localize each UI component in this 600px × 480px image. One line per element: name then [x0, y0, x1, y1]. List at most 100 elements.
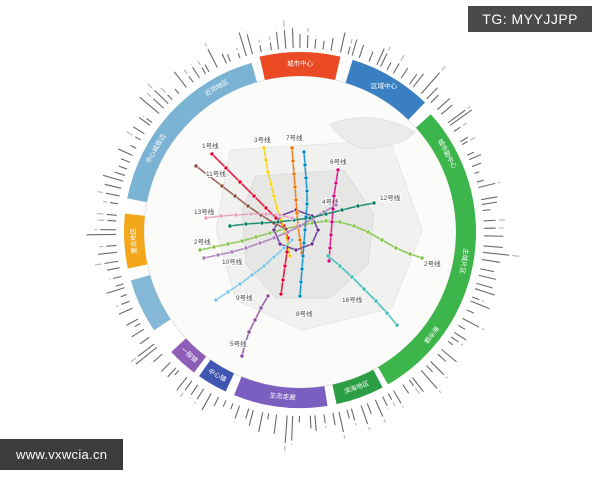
metro-station-dot — [249, 272, 255, 278]
metro-station-dot — [239, 353, 245, 359]
ring-segment-eco-corridor — [234, 376, 328, 409]
metro-station-dot — [329, 219, 335, 225]
metro-station-dot — [298, 279, 304, 285]
metro-station-dot — [251, 193, 257, 199]
metro-station-dot — [301, 240, 307, 246]
metro-station-dot — [315, 227, 321, 233]
metro-station-dot — [229, 249, 235, 255]
metro-station-dot — [394, 322, 400, 328]
metro-station-dot — [267, 230, 273, 236]
metro-station-dot — [309, 241, 315, 247]
metro-station-dot — [351, 223, 357, 229]
metro-station-dot — [263, 205, 269, 211]
metro-station-dot — [283, 226, 289, 232]
metro-station-dot — [290, 158, 296, 164]
metro-station-dot — [261, 145, 267, 151]
metro-station-dot — [326, 258, 332, 264]
metro-station-dot — [201, 255, 207, 261]
metro-line-13号线: 13号线 — [193, 206, 295, 221]
metro-station-dot — [261, 263, 267, 269]
metro-station-dot — [258, 305, 264, 311]
metro-line-7号线: 7号线 — [285, 132, 305, 256]
metro-station-dot — [328, 232, 334, 238]
metro-station-dot — [219, 183, 225, 189]
metro-station-dot — [339, 207, 345, 213]
metro-station-dot — [248, 211, 254, 217]
metro-station-dot — [237, 179, 243, 185]
metro-station-dot — [309, 220, 315, 226]
ring-segment-suburb — [127, 62, 258, 203]
metro-line-label: 4号线 — [322, 197, 339, 206]
metro-line-label: 2号线 — [194, 237, 211, 246]
metro-station-dot — [243, 221, 249, 227]
metro-station-dot — [278, 291, 284, 297]
metro-station-dot — [263, 211, 269, 217]
metro-station-dot — [333, 180, 339, 186]
metro-station-dot — [300, 253, 306, 259]
metro-station-dot — [237, 281, 243, 287]
ring-segment-city-center — [259, 52, 341, 80]
metro-station-dot — [371, 200, 377, 206]
metro-line-label: 13号线 — [194, 207, 215, 216]
metro-station-dot — [304, 188, 310, 194]
metro-station-dot — [323, 211, 329, 217]
metro-line-16号线: 16号线 — [325, 253, 400, 328]
metro-line-label: 8号线 — [296, 309, 313, 318]
metro-station-dot — [271, 235, 277, 241]
metro-line-label: 2号线 — [424, 259, 441, 268]
metro-station-dot — [349, 274, 355, 280]
tag-text: TG: MYYJJPP — [482, 11, 578, 27]
metro-station-dot — [252, 317, 258, 323]
ring-segment-suburb-south — [130, 274, 171, 331]
metro-station-dot — [292, 184, 298, 190]
metro-station-dot — [379, 237, 385, 243]
metro-line-label: 12号线 — [380, 193, 401, 202]
ring-label: 区域中心 — [371, 81, 398, 90]
metro-line-label: 6号线 — [330, 157, 347, 166]
ring-segment-coastal — [332, 369, 383, 405]
metro-station-dot — [282, 263, 288, 269]
metro-station-dot — [291, 171, 297, 177]
metro-station-dot — [225, 289, 231, 295]
metro-station-dot — [280, 277, 286, 283]
metro-station-dot — [293, 247, 299, 253]
ring-label: 重点地区 — [128, 227, 138, 254]
metro-station-dot — [225, 241, 231, 247]
metro-station-dot — [337, 219, 343, 225]
metro-station-dot — [287, 253, 293, 259]
tag-badge: TG: MYYJJPP — [468, 6, 592, 32]
metro-station-dot — [259, 220, 265, 226]
metro-station-dot — [302, 162, 308, 168]
metro-station-dot — [246, 329, 252, 335]
metro-station-dot — [232, 193, 238, 199]
metro-station-dot — [297, 293, 303, 299]
metro-station-dot — [294, 210, 300, 216]
metro-line-label: 11号线 — [206, 169, 226, 178]
metro-station-dot — [197, 247, 203, 253]
metro-station-dot — [242, 341, 248, 347]
metro-station-dot — [265, 169, 271, 175]
metro-station-dot — [419, 255, 425, 261]
metro-line-label: 10号线 — [222, 257, 243, 266]
metro-line-label: 16号线 — [342, 295, 363, 304]
metro-station-dot — [223, 165, 229, 171]
metro-station-dot — [206, 173, 212, 179]
metro-station-dot — [193, 163, 199, 169]
ring-segment-central-town — [199, 359, 235, 392]
metro-station-dot — [243, 245, 249, 251]
metro-station-dot — [277, 241, 283, 247]
metro-station-dot — [245, 203, 251, 209]
metro-line-6号线: 6号线 — [326, 156, 348, 264]
metro-line-label: 1号线 — [202, 141, 219, 150]
metro-station-dot — [355, 203, 361, 209]
metro-station-dot — [275, 219, 281, 225]
metro-station-dot — [239, 238, 245, 244]
metro-station-dot — [337, 263, 343, 269]
metro-station-dot — [263, 157, 269, 163]
metro-station-dot — [325, 253, 331, 259]
metro-line-label: 5号线 — [230, 339, 247, 348]
metro-station-dot — [215, 252, 221, 258]
metro-station-dot — [271, 254, 277, 260]
